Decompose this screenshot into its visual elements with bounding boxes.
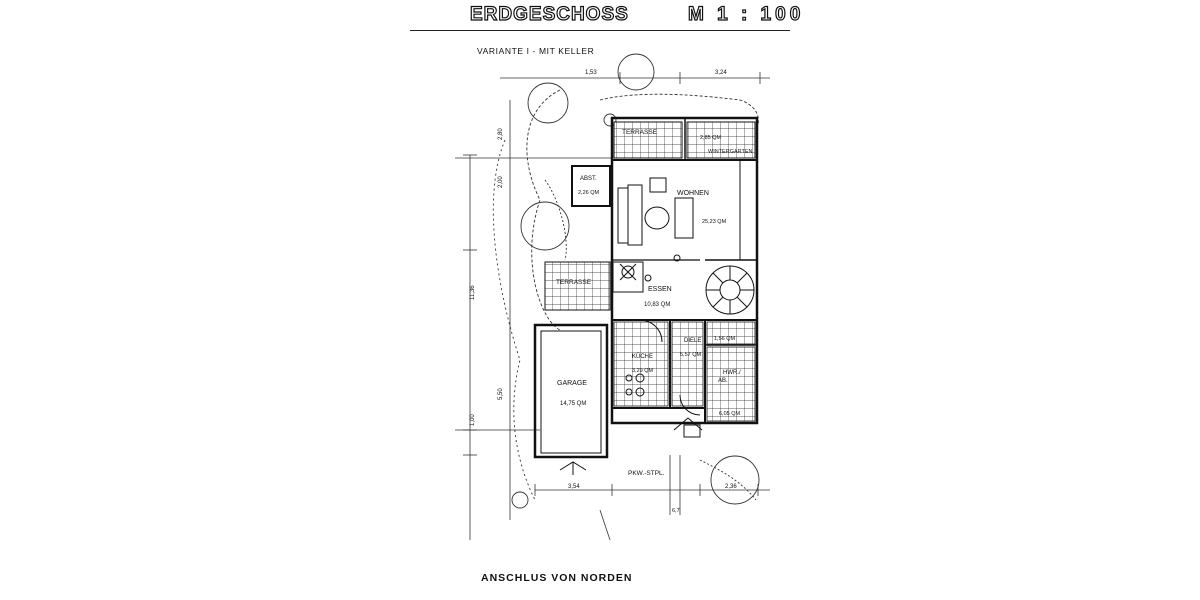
dim-left-3: 11,36 — [470, 285, 476, 300]
label-wohnen-area: 25,23 QM — [702, 219, 727, 225]
label-wintergarten: WINTERGARTEN — [708, 149, 753, 155]
label-terrasse-top: TERRASSE — [622, 129, 658, 136]
label-small-area: 1,56 QM — [714, 336, 736, 342]
label-kueche: KÜCHE — [632, 353, 653, 360]
label-garage-area: 14,75 QM — [560, 401, 586, 407]
label-diele: DIELE — [684, 338, 701, 344]
staircase — [705, 265, 755, 315]
terrasse-side-tiles — [544, 261, 611, 311]
small-room-tiles — [706, 321, 756, 345]
label-wohnen: WOHNEN — [677, 190, 709, 197]
label-ab: AB. — [718, 378, 728, 384]
variant-subtitle: VARIANTE I - MIT KELLER — [477, 46, 595, 56]
label-pkw: PKW.-STPL. — [628, 470, 665, 477]
dim-bottom-mid: 6,7 — [672, 508, 680, 514]
label-hwr-area: 6,05 QM — [719, 411, 741, 417]
diele-tiles — [671, 321, 704, 407]
hwr-tiles — [706, 346, 756, 422]
drawing-title: ERDGESCHOSS — [469, 3, 629, 25]
label-hwr: HWR./ — [723, 370, 741, 376]
dimension-lines — [455, 72, 770, 541]
garden-vegetation — [492, 53, 760, 509]
abst-room — [571, 165, 611, 207]
dim-top-left: 1,53 — [585, 70, 597, 76]
label-terrasse-side: TERRASSE — [556, 279, 592, 286]
footer-caption: ANSCHLUS VON NORDEN — [481, 572, 633, 584]
header-rule — [410, 30, 790, 31]
furniture — [612, 177, 703, 438]
kueche-tiles — [613, 321, 669, 407]
drawing-scale: M 1 : 100 — [687, 3, 805, 25]
dim-bottom-right: 2,36 — [725, 484, 737, 490]
label-essen: ESSEN — [648, 286, 672, 293]
dim-left-5: 1,00 — [470, 414, 476, 426]
dim-left-4: 5,50 — [498, 388, 504, 400]
label-essen-area: 10,83 QM — [644, 302, 670, 308]
label-abst: ABST. — [580, 176, 597, 182]
label-kueche-area: 3,29 QM — [632, 368, 654, 374]
dim-left-1: 2,80 — [498, 128, 504, 140]
label-garage: GARAGE — [557, 380, 587, 387]
house-walls — [610, 116, 759, 425]
dim-left-2: 2,00 — [498, 176, 504, 188]
wintergarten-tiles — [686, 121, 756, 159]
dim-top-right: 3,24 — [715, 70, 727, 76]
label-abst-area: 2,26 QM — [578, 190, 600, 196]
garage-structure — [533, 323, 609, 475]
dim-bottom-left: 3,54 — [568, 484, 580, 490]
label-wintergarten-area: 2,85 QM — [700, 135, 722, 141]
terrasse-top-tiles — [613, 121, 683, 159]
label-diele-area: 5,57 QM — [680, 352, 702, 358]
